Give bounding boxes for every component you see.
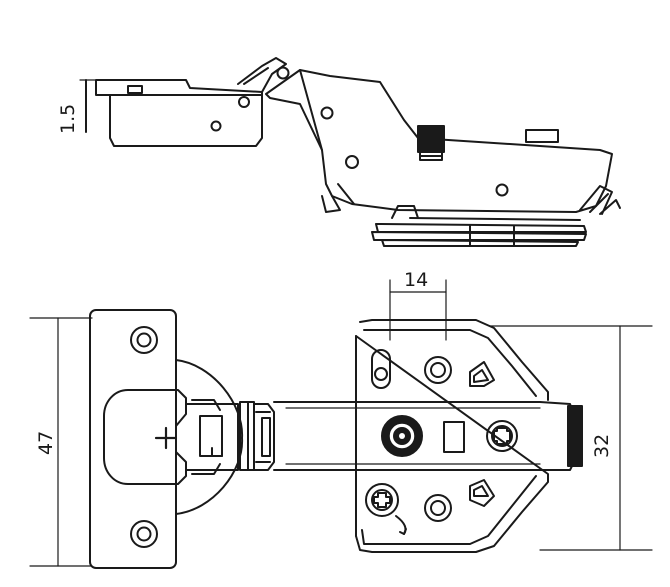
cup-side-block (95, 79, 263, 147)
plate-tab (469, 361, 495, 387)
adjust-knob (417, 125, 445, 161)
arm-screw-hole (495, 183, 509, 197)
spring-coil (579, 185, 621, 215)
arm-pivot (345, 155, 359, 169)
arm-pivot (320, 106, 334, 120)
cup-recess (175, 359, 244, 515)
cup-screw-hole (130, 520, 158, 548)
hinge-arm-top (273, 401, 583, 471)
mounting-plate-side (371, 205, 587, 247)
plate-tab (469, 479, 495, 507)
mounting-plate-top (355, 319, 549, 553)
cup-screw-hole-inner (136, 526, 152, 542)
cup-screw-hole-inner (136, 332, 152, 348)
dimension-14 (389, 279, 447, 341)
cup-screw-hole (130, 326, 158, 354)
arm-pivot (276, 66, 290, 80)
adjust-slot (371, 349, 391, 389)
overlay-dimension (79, 79, 97, 133)
hinge-arm-inner (299, 69, 323, 151)
arm-end-cap (567, 405, 583, 467)
cup-spacing-label: 14 (404, 269, 428, 291)
hinge-arm-link (243, 67, 269, 85)
cup-height-label: 47 (35, 431, 57, 455)
depth-screw-icon (365, 483, 407, 535)
arm-tab (525, 129, 559, 143)
hinge-arm-inner (337, 183, 355, 205)
dimension-47 (29, 317, 93, 567)
overlay-offset-label: 1.5 (57, 104, 79, 134)
hinge-arm-inner (321, 195, 341, 213)
cup-tab (127, 85, 143, 94)
cam-adjuster-icon (381, 415, 423, 457)
phillips-screw-icon (486, 420, 518, 452)
cup-linkage (185, 399, 239, 475)
plate-screw-hole (424, 356, 452, 384)
plate-holes (371, 349, 495, 522)
arm-slot (443, 421, 465, 453)
plate-height-label: 32 (591, 434, 613, 458)
plate-screw-hole (424, 494, 452, 522)
cup-pivot-hole (238, 96, 250, 108)
cup-pivot-hole (210, 120, 222, 132)
dimension-32 (489, 325, 653, 551)
hinge-arm-link (237, 57, 287, 93)
hinge-side-view (95, 57, 621, 247)
hinge-knuckle (239, 401, 275, 471)
cup-plate-top (89, 309, 244, 569)
cup-inner (103, 389, 187, 485)
